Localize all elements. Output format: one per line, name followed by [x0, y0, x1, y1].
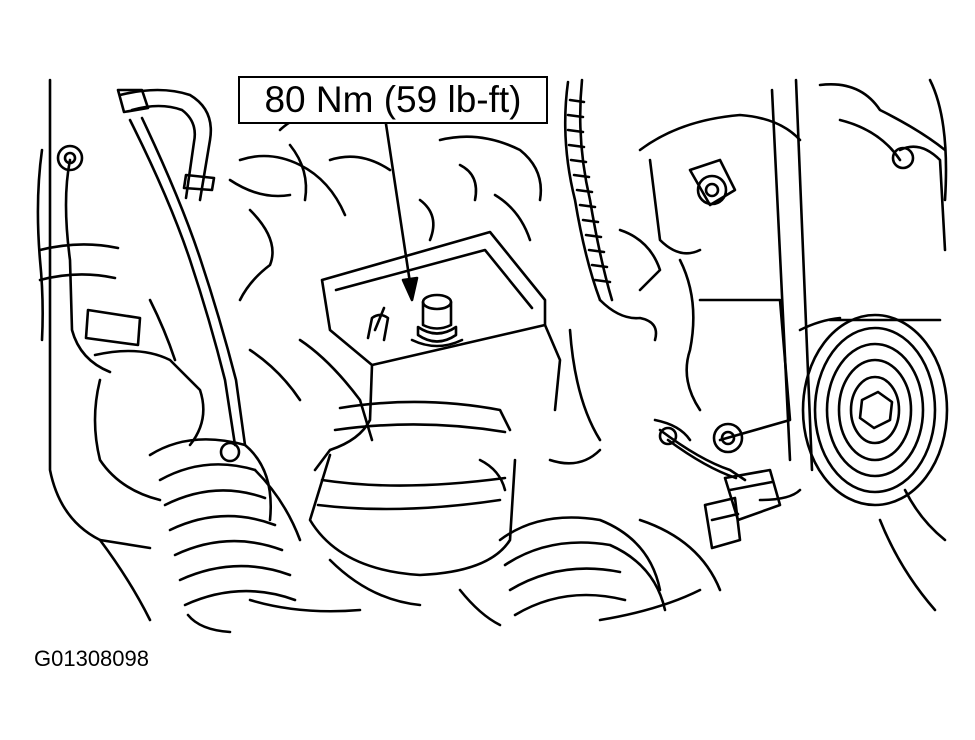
accessory-housing [618, 113, 802, 454]
electrical-connector [703, 468, 802, 550]
wiring-harness [563, 78, 747, 482]
engine-right-edge [878, 78, 948, 612]
ac-compressor-pulley [798, 313, 949, 507]
callout-leader-arrow [384, 122, 419, 302]
steering-lines [116, 88, 247, 463]
engine-mount-bracket [298, 230, 562, 472]
figure-id: G01308098 [34, 646, 149, 671]
torque-label: 80 Nm (59 lb-ft) [264, 79, 522, 120]
rack-bellows-left [98, 438, 297, 634]
engine-block [228, 107, 543, 302]
drive-belt [770, 78, 947, 472]
rack-bellows-right [458, 516, 722, 627]
lower-frame [248, 348, 702, 622]
mount-bolt [410, 293, 464, 348]
steering-rack-housing [36, 78, 205, 550]
torque-callout: 80 Nm (59 lb-ft) [238, 76, 548, 124]
transmission-mount [308, 400, 517, 607]
